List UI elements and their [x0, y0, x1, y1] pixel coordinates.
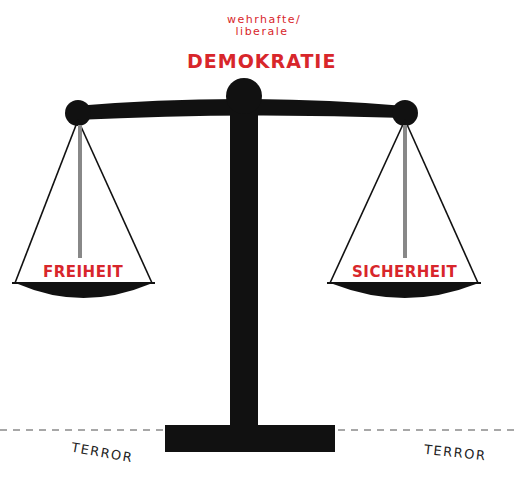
pan-rim: [12, 282, 155, 284]
scale-pivot: [226, 78, 262, 114]
heading-label: DEMOKRATIE: [187, 52, 336, 72]
pan-string: [330, 120, 405, 283]
scale-pan: [333, 284, 476, 298]
threat-label: TERROR: [423, 443, 487, 463]
pan-label: FREIHEIT: [41, 263, 125, 281]
scale-base: [165, 425, 335, 452]
pan-string: [403, 125, 407, 258]
subtitle-note: wehrhafte/ liberale: [227, 14, 297, 37]
threat-label: TERROR: [70, 441, 134, 465]
pan-string: [78, 125, 82, 258]
pan-string: [78, 120, 152, 283]
pan-label: SICHERHEIT: [350, 263, 459, 281]
pan-label-box: SICHERHEIT: [350, 263, 459, 281]
pan-string: [15, 120, 78, 283]
scale-pillar: [230, 100, 258, 430]
pan-string: [405, 120, 478, 283]
scale-pan: [18, 284, 150, 298]
pan-rim: [327, 282, 481, 284]
scale-knob: [392, 100, 418, 126]
pan-label-box: FREIHEIT: [41, 263, 125, 281]
